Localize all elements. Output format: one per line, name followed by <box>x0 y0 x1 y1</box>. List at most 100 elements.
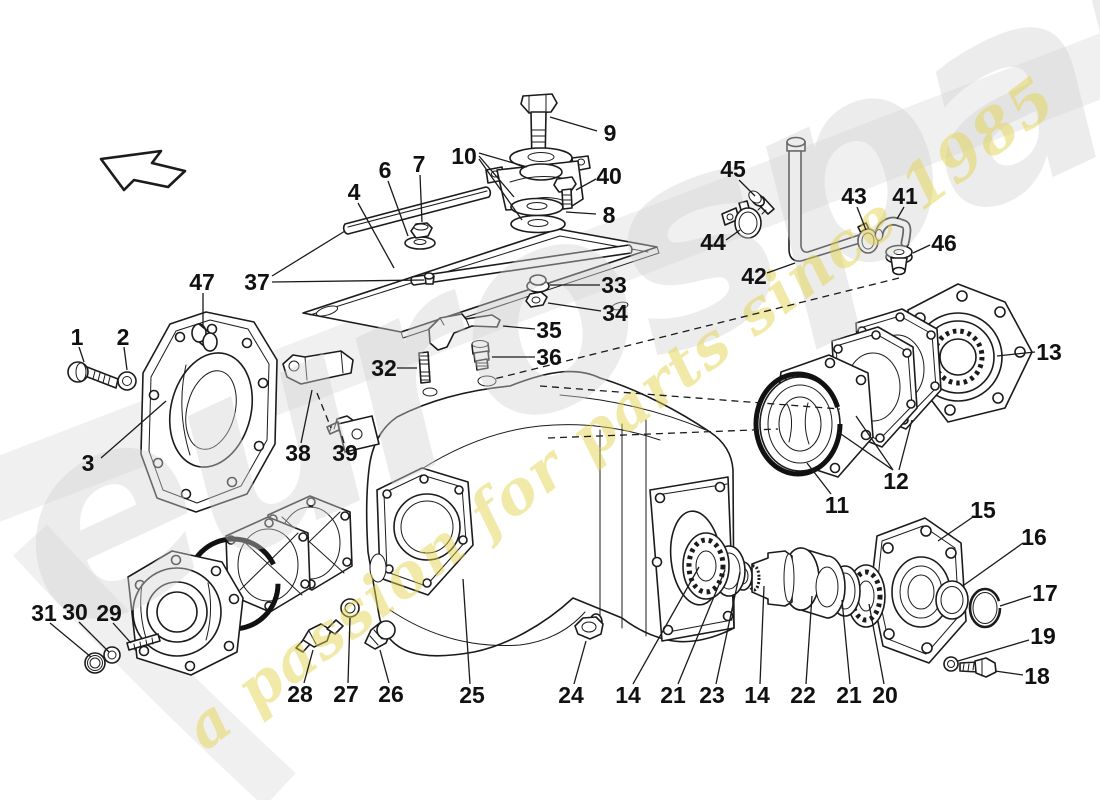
washer-30 <box>103 646 121 664</box>
part-callout-37: 37 <box>244 269 270 295</box>
leader-line-12 <box>855 415 894 471</box>
output-flange <box>127 550 244 676</box>
leader-line-12 <box>898 419 913 471</box>
seal-16 <box>935 580 969 620</box>
part-callout-9: 9 <box>604 120 617 146</box>
part-callout-21: 21 <box>836 682 862 708</box>
sensor-28 <box>295 619 344 653</box>
leader-line-40 <box>575 178 597 191</box>
leader-line-19 <box>957 639 1030 662</box>
part-callout-17: 17 <box>1032 580 1058 606</box>
leader-line-4 <box>357 202 395 269</box>
leader-line-11 <box>806 462 832 495</box>
leader-line-44 <box>725 229 741 241</box>
leader-line-45 <box>738 179 756 197</box>
part-callout-1: 1 <box>71 324 84 350</box>
leader-line-12 <box>837 431 894 471</box>
leader-line-27 <box>347 617 351 684</box>
part-callout-2: 2 <box>117 324 130 350</box>
stud-29 <box>126 633 161 651</box>
housing-left-face <box>376 467 474 596</box>
leader-line-28 <box>303 649 314 684</box>
leader-line-26 <box>379 649 390 684</box>
leader-line-16 <box>963 542 1024 586</box>
part-callout-12: 12 <box>883 468 909 494</box>
part-callout-47: 47 <box>189 269 215 295</box>
mount-assembly <box>485 93 591 234</box>
plug-26 <box>364 620 396 650</box>
dashed-alignment-line <box>493 277 900 380</box>
part-callout-4: 4 <box>348 179 361 205</box>
part-callout-27: 27 <box>333 681 359 707</box>
part-callout-35: 35 <box>536 317 562 343</box>
part-callout-30: 30 <box>62 599 88 625</box>
part-callout-13: 13 <box>1036 339 1062 365</box>
washer-2 <box>117 371 137 391</box>
pin-short <box>423 272 435 285</box>
gasket-rear <box>267 495 353 591</box>
leader-line-31 <box>49 622 92 658</box>
leader-line-10 <box>478 152 528 168</box>
pin-long <box>342 186 492 235</box>
part-callout-29: 29 <box>96 600 122 626</box>
breather-boss <box>477 375 497 387</box>
part-callout-6: 6 <box>379 157 392 183</box>
part-callout-45: 45 <box>720 156 746 182</box>
bolt-1 <box>67 361 119 389</box>
leader-line-21 <box>677 569 726 685</box>
breather-pipe-group <box>721 136 913 276</box>
washers-8 <box>510 197 566 234</box>
leader-line-42 <box>766 262 796 274</box>
bracket-35 <box>428 313 501 351</box>
part-callout-31: 31 <box>31 600 57 626</box>
leader-line-7 <box>419 174 423 223</box>
end-cover-15 <box>870 517 967 664</box>
part-callout-19: 19 <box>1030 623 1056 649</box>
o-ring-11 <box>753 371 843 477</box>
leader-line-10 <box>478 155 515 198</box>
clamp-43 <box>857 222 879 254</box>
part-callout-11: 11 <box>825 492 850 518</box>
leader-line-25 <box>462 578 471 685</box>
washer-19 <box>943 656 959 672</box>
part-callout-33: 33 <box>601 272 627 298</box>
elbow-41 <box>874 216 912 248</box>
part-callout-8: 8 <box>603 202 616 228</box>
leader-line-10 <box>478 158 523 221</box>
part-callout-38: 38 <box>285 440 311 466</box>
part-callout-18: 18 <box>1024 663 1050 689</box>
stud-32 <box>418 351 431 384</box>
leader-line-39 <box>341 435 345 444</box>
leader-line-46 <box>912 244 931 254</box>
dashed-alignment-line <box>316 392 332 429</box>
leader-line-35 <box>502 325 536 330</box>
bolt-45 <box>748 190 775 215</box>
right-flange-group <box>753 283 1033 478</box>
left-flange-stack <box>84 495 353 676</box>
leader-line-6 <box>387 180 409 237</box>
part-callout-39: 39 <box>332 440 358 466</box>
part-callout-42: 42 <box>741 263 767 289</box>
leader-line-37 <box>271 279 425 283</box>
leader-line-34 <box>547 302 602 312</box>
part-callout-41: 41 <box>892 183 918 209</box>
small-hardware-center <box>418 274 550 384</box>
leader-line-41 <box>896 206 905 220</box>
dashed-alignment-line <box>539 385 841 410</box>
bearing-14 <box>682 532 730 600</box>
part-callout-21: 21 <box>660 682 686 708</box>
part-callout-25: 25 <box>459 682 485 708</box>
part-callout-16: 16 <box>1021 524 1047 550</box>
leader-line-3 <box>100 400 167 459</box>
leader-line-24 <box>573 640 587 685</box>
leader-line-43 <box>856 206 867 231</box>
clamp-44 <box>721 200 762 239</box>
leader-line-29 <box>112 622 132 644</box>
bushing-47 <box>191 323 218 352</box>
part-callout-7: 7 <box>413 151 426 177</box>
leader-line-22 <box>805 595 813 685</box>
mount-10 <box>485 155 591 211</box>
part-callout-24: 24 <box>558 682 584 708</box>
